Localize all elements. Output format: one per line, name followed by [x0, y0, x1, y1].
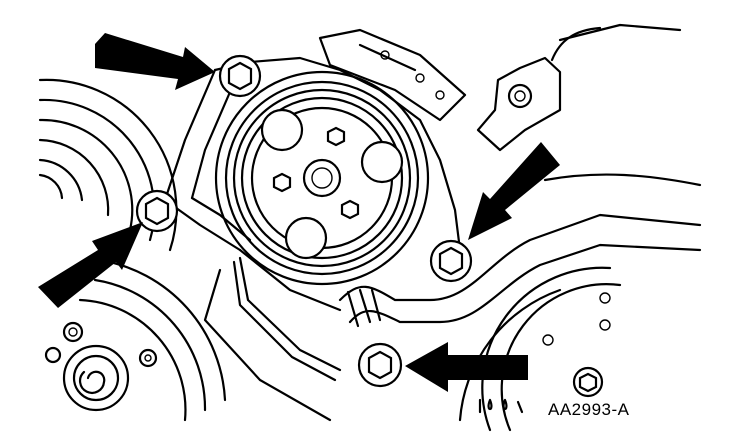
callout-arrow-left [38, 222, 143, 308]
water-pump-pulley [214, 70, 430, 286]
callout-arrow-right [468, 142, 560, 240]
pulley-hub-bolts [272, 126, 360, 220]
bolt-right [429, 239, 473, 283]
upper-bracket [318, 28, 467, 122]
figure-label: AA2993-A [548, 400, 630, 419]
pump-housing [163, 56, 462, 312]
right-lower-pulley [458, 266, 622, 432]
hose-clip [478, 398, 524, 414]
bolt-left [135, 189, 179, 233]
lower-left-pulley [44, 258, 227, 422]
right-bracket [476, 23, 702, 187]
callout-arrow-upper-left [95, 33, 215, 90]
callout-arrow-lower [405, 342, 528, 392]
bolt-upper-left [218, 54, 262, 98]
bolt-lower [357, 342, 403, 388]
lower-pipes [203, 213, 702, 422]
